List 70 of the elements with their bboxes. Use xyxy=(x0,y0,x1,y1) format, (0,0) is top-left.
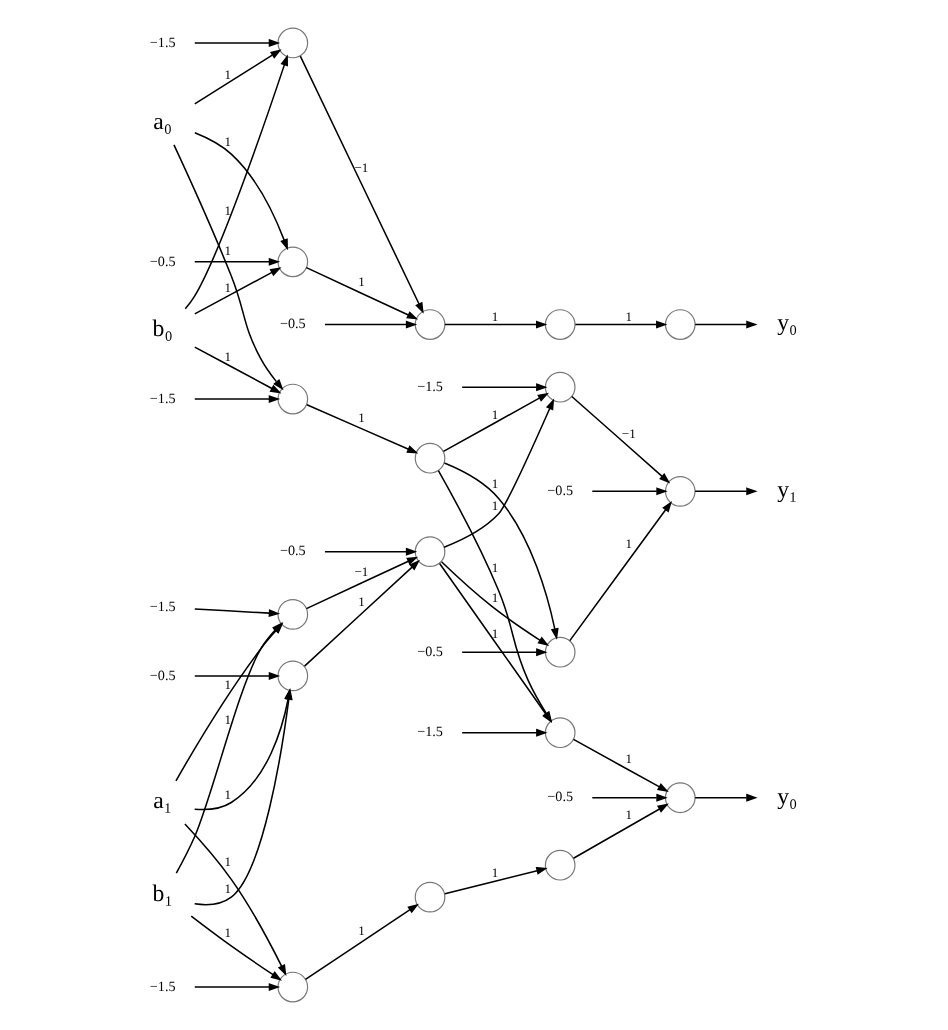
node-text: y₀ xyxy=(776,308,797,337)
node-circle xyxy=(276,971,308,1003)
node-circle xyxy=(663,782,695,814)
arrow xyxy=(174,622,282,874)
arrow xyxy=(693,793,757,802)
arrow xyxy=(305,403,418,454)
node-circle xyxy=(413,536,445,568)
arrow xyxy=(193,267,281,315)
arrow xyxy=(570,395,670,484)
arrow xyxy=(193,983,280,992)
arrow xyxy=(303,903,418,981)
arrow xyxy=(460,383,547,392)
node-circle xyxy=(543,309,575,340)
arrow xyxy=(437,562,552,723)
node-text: y₁ xyxy=(776,475,797,504)
arrow xyxy=(304,556,418,610)
node-circle xyxy=(413,309,445,340)
arrow xyxy=(193,346,281,394)
arrow xyxy=(174,622,283,782)
node-circle xyxy=(276,383,308,415)
arrow xyxy=(172,144,283,391)
node-circle xyxy=(276,660,308,692)
arrow xyxy=(442,398,554,548)
arrow xyxy=(439,561,549,647)
arrow xyxy=(693,320,757,329)
arrow xyxy=(590,487,667,496)
node-text: b₀ xyxy=(151,314,172,343)
arrow xyxy=(571,803,668,859)
arrow xyxy=(460,728,547,737)
arrow xyxy=(193,38,280,47)
arrow xyxy=(573,320,667,329)
node-circle xyxy=(276,246,308,278)
arrow xyxy=(193,132,287,251)
node-circle xyxy=(543,371,575,403)
arrow xyxy=(323,320,417,329)
arrow xyxy=(183,823,286,976)
node-circle xyxy=(413,881,445,913)
node-text: b₁ xyxy=(151,878,172,907)
arrow xyxy=(193,257,280,266)
arrow xyxy=(193,49,281,105)
arrow xyxy=(193,671,280,680)
node-text: a₁ xyxy=(152,786,172,815)
arrow xyxy=(189,915,281,981)
arrow xyxy=(590,793,667,802)
arrow xyxy=(442,462,558,640)
arrow xyxy=(183,54,287,310)
arrow xyxy=(568,500,672,642)
node-circle xyxy=(276,27,308,59)
node-circle xyxy=(543,717,575,749)
arrow xyxy=(443,866,547,895)
arrow xyxy=(302,559,420,667)
arrow xyxy=(298,55,423,314)
arrow xyxy=(304,266,418,320)
node-circle xyxy=(663,309,695,340)
node-circle xyxy=(543,636,575,668)
arrow xyxy=(441,392,548,453)
arrow xyxy=(193,608,280,618)
arrow xyxy=(443,320,547,329)
arrow xyxy=(460,648,547,657)
node-text: a₀ xyxy=(152,107,172,136)
node-circle xyxy=(663,475,695,507)
node-circle xyxy=(543,849,575,881)
node-text: y₀ xyxy=(776,781,797,810)
arrow xyxy=(693,487,757,496)
node-circle xyxy=(276,599,308,630)
arrow xyxy=(193,395,280,404)
arrow xyxy=(436,469,552,723)
arrow xyxy=(323,547,417,556)
node-circle xyxy=(413,442,445,474)
arrow xyxy=(571,738,668,793)
